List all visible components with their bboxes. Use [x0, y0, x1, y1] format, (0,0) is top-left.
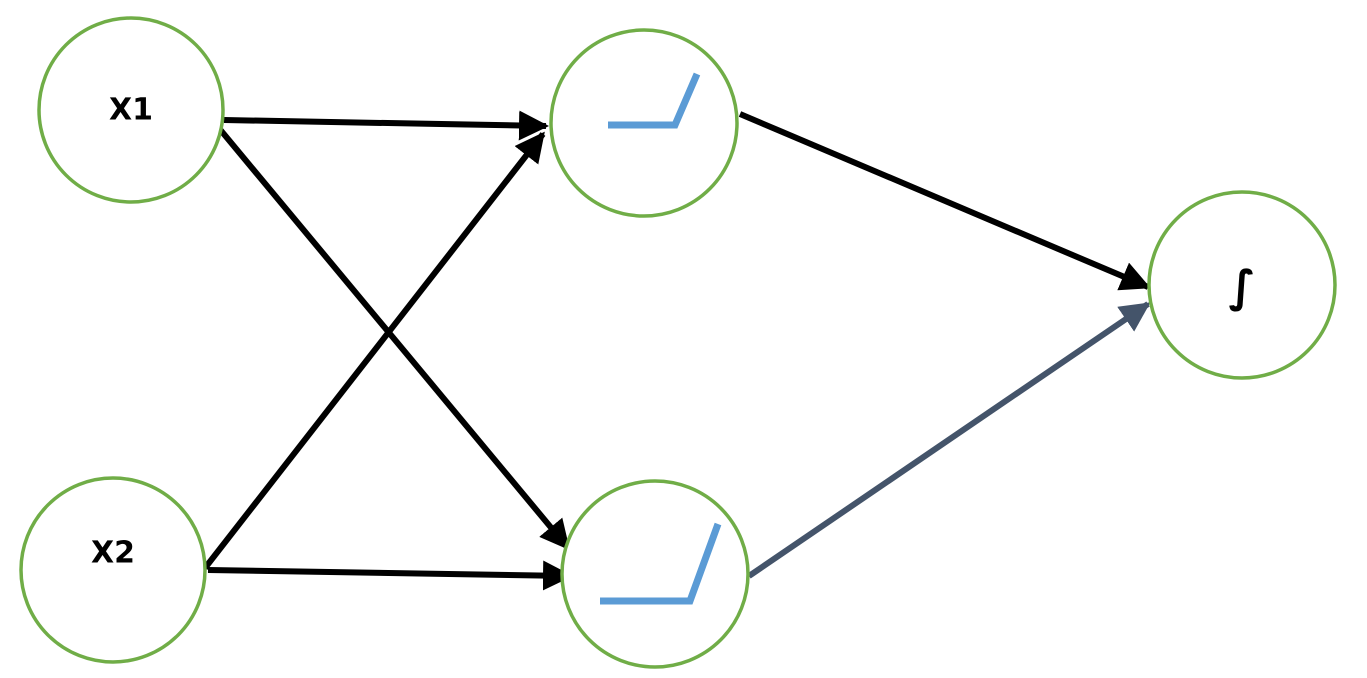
relu-icon — [608, 72, 701, 129]
edge-x2-to-hidden-1 — [202, 131, 546, 570]
output-node: ∫ — [1147, 190, 1337, 380]
input-node-x2-label: X2 — [91, 536, 135, 571]
integral-symbol: ∫ — [1229, 262, 1256, 313]
edge-hidden-2-to-output — [747, 301, 1151, 579]
hidden-node-2 — [560, 479, 750, 669]
edge-x1-to-hidden-1 — [223, 110, 549, 141]
edge-x2-to-hidden-2 — [207, 560, 573, 591]
edge-x1-to-hidden-2 — [215, 125, 571, 551]
edge-hidden-1-to-output — [738, 111, 1151, 291]
relu-icon — [600, 522, 722, 605]
input-node-x2: X2 — [19, 476, 207, 664]
input-node-x1-label: X1 — [109, 93, 153, 128]
hidden-node-1 — [549, 28, 739, 218]
input-node-x1: X1 — [37, 16, 225, 204]
